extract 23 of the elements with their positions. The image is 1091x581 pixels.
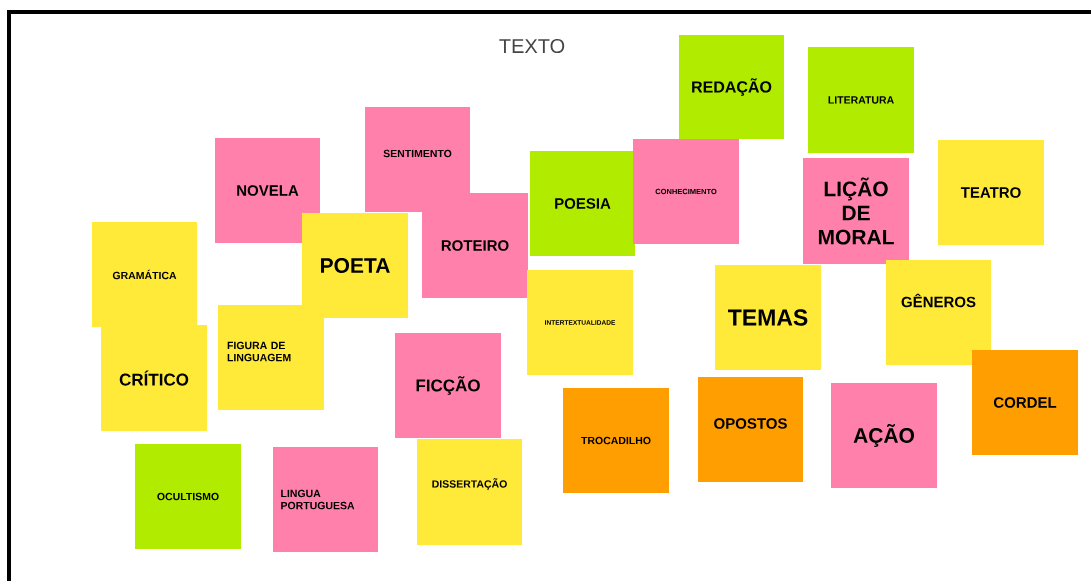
sticky-note: AÇÃO <box>831 383 937 488</box>
sticky-note: OCULTISMO <box>135 444 241 549</box>
sticky-note: TEMAS <box>715 265 821 370</box>
sticky-note: CORDEL <box>972 350 1078 455</box>
sticky-note: FICÇÃO <box>395 333 501 438</box>
title: TEXTO <box>499 38 565 54</box>
sticky-note: LIÇÃO DE MORAL <box>803 158 909 264</box>
sticky-note: LITERATURA <box>808 47 914 153</box>
sticky-note: FIGURA DE LINGUAGEM <box>218 305 324 410</box>
sticky-note: POETA <box>302 213 408 318</box>
sticky-note: NOVELA <box>215 138 320 243</box>
sticky-note: REDAÇÃO <box>679 35 784 139</box>
sticky-note: DISSERTAÇÃO <box>417 439 522 545</box>
sticky-note: LINGUA PORTUGUESA <box>273 447 378 552</box>
sticky-note: OPOSTOS <box>698 377 803 482</box>
sticky-note: SENTIMENTO <box>365 107 470 212</box>
sticky-note: POESIA <box>530 151 635 256</box>
sticky-note: ROTEIRO <box>422 193 528 298</box>
sticky-note: GÊNEROS <box>886 260 991 365</box>
sticky-note: GRAMÁTICA <box>92 222 197 327</box>
sticky-note: TROCADILHO <box>563 388 669 493</box>
sticky-note: TEATRO <box>938 140 1044 245</box>
sticky-note: CRÍTICO <box>101 325 207 431</box>
